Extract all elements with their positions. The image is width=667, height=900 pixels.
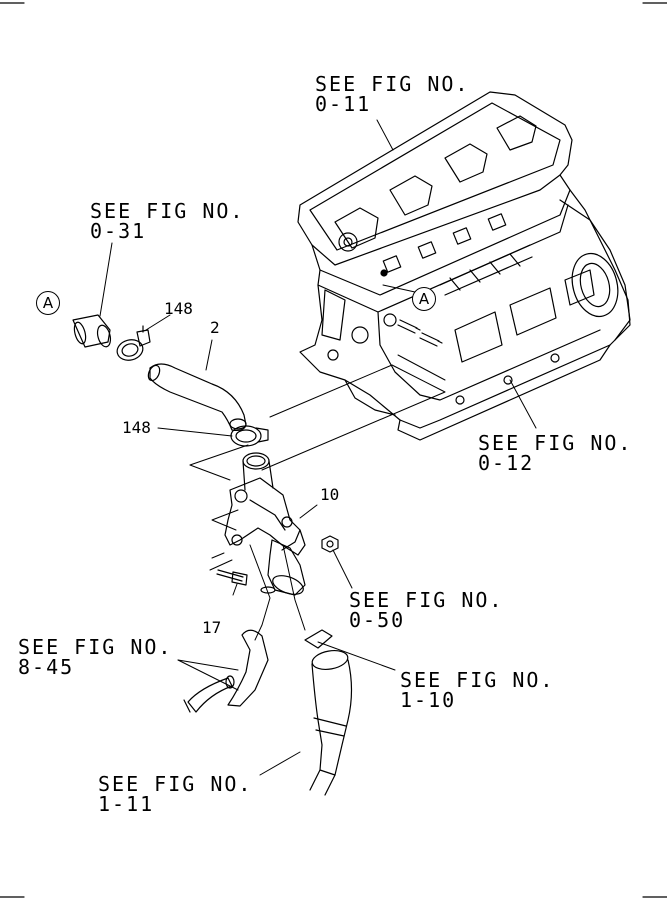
radiator-hose: [305, 630, 352, 795]
water-outlet-10: [225, 453, 306, 598]
label-fig-0-50: SEE FIG NO.0-50: [349, 588, 504, 632]
label-fig-0-12: SEE FIG NO.0-12: [478, 431, 633, 475]
part-number-148-top: 148: [164, 299, 193, 318]
callout-a-left: A: [36, 291, 60, 315]
heater-hoses: [184, 630, 268, 712]
corner-marks: [0, 3, 667, 897]
part-number-17: 17: [202, 618, 222, 637]
part-number-2: 2: [210, 318, 220, 337]
engine-block: [298, 92, 630, 440]
label-fig-1-11: SEE FIG NO.1-11: [98, 772, 253, 816]
leader-lines: [100, 120, 536, 775]
label-fig-8-45: SEE FIG NO.8-45: [18, 635, 173, 679]
part-number-148-mid: 148: [122, 418, 151, 437]
label-fig-1-10: SEE FIG NO.1-10: [400, 668, 555, 712]
part-number-10: 10: [320, 485, 340, 504]
label-fig-0-11: SEE FIG NO.0-11: [315, 72, 470, 116]
label-fig-0-31: SEE FIG NO.0-31: [90, 199, 245, 243]
nut: [322, 536, 338, 552]
hose-2: [146, 364, 246, 431]
pipe-sleeve: [72, 315, 112, 348]
callout-a-engine: A: [412, 287, 436, 311]
clamp-148-top: [115, 326, 150, 363]
bolt-17: [217, 570, 247, 585]
